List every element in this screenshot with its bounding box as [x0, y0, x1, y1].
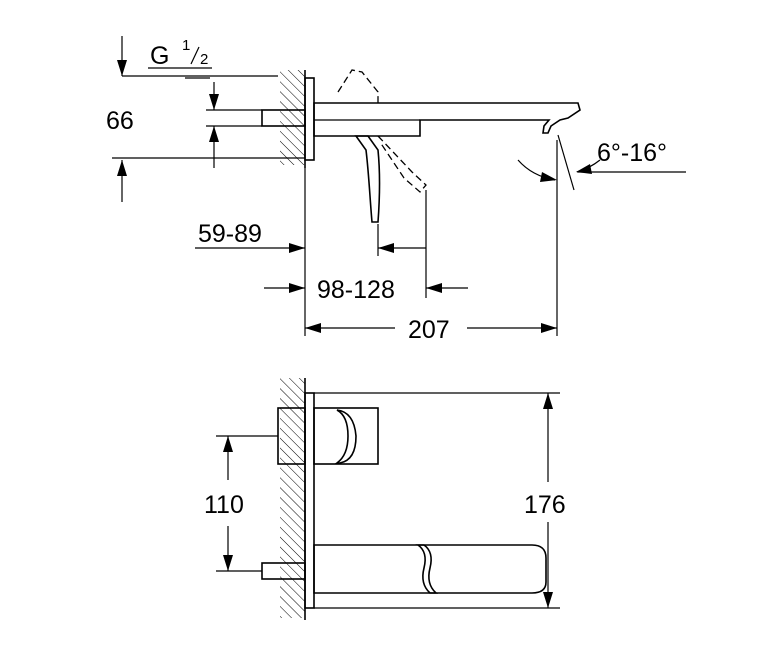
dimension-thread: G 1 2 [117, 36, 278, 79]
thread-fraction-den: 2 [200, 51, 208, 68]
front-handle [313, 407, 379, 465]
dim-207-label: 207 [408, 316, 450, 344]
dim-98-128-label: 98-128 [317, 276, 395, 304]
dimension-98-128: 98-128 [264, 190, 468, 304]
connection-pipe [261, 109, 306, 127]
handle-alt-position [337, 69, 379, 103]
wall-hatching-top [280, 70, 305, 165]
dimension-207: 207 [305, 140, 558, 344]
lever-handle [354, 135, 381, 223]
dim-59-89-label: 59-89 [198, 220, 262, 248]
dim-176-label: 176 [524, 491, 566, 519]
thread-label: G [150, 42, 169, 70]
dimension-176: 176 [314, 392, 566, 609]
dimension-angle: 6°-16° [517, 134, 686, 191]
dimension-66: 66 [106, 82, 305, 202]
dimension-110: 110 [204, 435, 278, 572]
dimension-59-89: 59-89 [195, 168, 426, 336]
dim-66-label: 66 [106, 107, 134, 135]
front-spout [313, 544, 547, 594]
wall-hatching-bottom [280, 378, 305, 618]
front-view: 110 176 [204, 378, 566, 620]
front-wall-plate [304, 392, 315, 609]
dim-110-label: 110 [204, 491, 244, 519]
spout [313, 102, 581, 137]
angle-label: 6°-16° [597, 139, 667, 167]
thread-fraction-num: 1 [182, 37, 190, 54]
side-view: G 1 2 66 59-89 [106, 36, 686, 344]
wall-plate [304, 77, 315, 161]
